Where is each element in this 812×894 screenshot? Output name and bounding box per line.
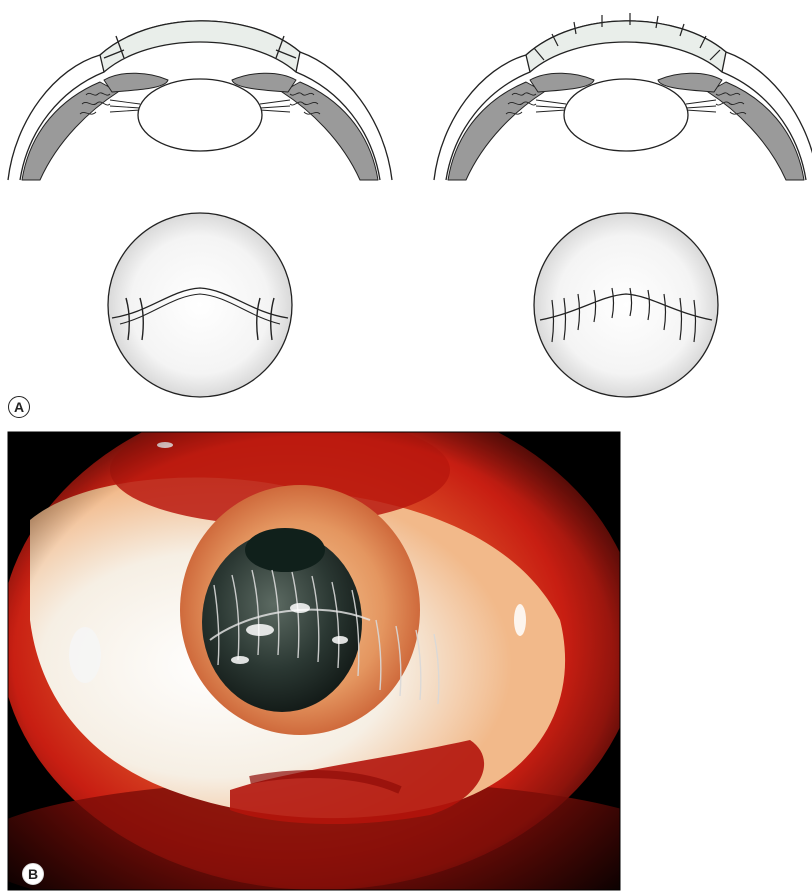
- panel-label-b: B: [22, 863, 44, 885]
- clinical-photograph: [0, 390, 690, 894]
- left-lens: [138, 79, 262, 151]
- right-eye-front-view: [534, 213, 718, 397]
- left-eye-front-view: [108, 213, 292, 397]
- right-eye-cross-section: [434, 13, 812, 180]
- panel-label-a: A: [8, 396, 30, 418]
- left-cornea: [100, 21, 300, 72]
- left-eye-cross-section: [8, 21, 392, 180]
